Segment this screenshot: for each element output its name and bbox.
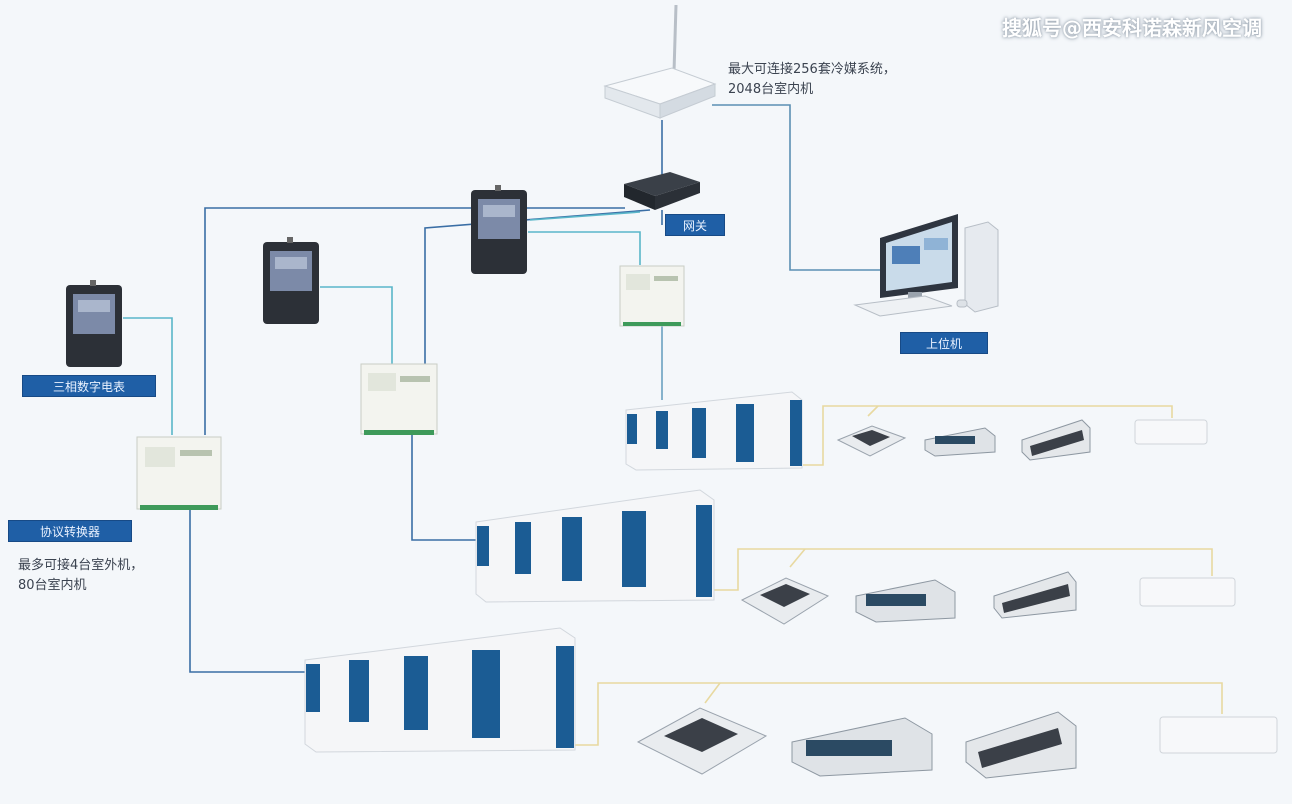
protocol-converter-icon-3: [619, 265, 685, 327]
router-capacity-note: 最大可连接256套冷媒系统， 2048台室内机: [728, 60, 896, 100]
protocol-converter-icon-1: [136, 436, 222, 510]
host-pc-label: 上位机: [900, 332, 988, 354]
line-odu3-to-idus: [575, 682, 1223, 746]
outdoor-unit-group-2: [475, 489, 715, 603]
wall-unit-icon: [1139, 577, 1236, 607]
router-note-line-2: 2048台室内机: [728, 82, 814, 97]
line-odu1-to-idus: [803, 405, 1173, 466]
electric-meter-icon-1: [66, 280, 122, 367]
adapter-note-line-2: 80台室内机: [18, 578, 87, 593]
line-left-adapter-to-odu3: [189, 510, 308, 673]
indoor-unit-row-3: [636, 707, 1278, 779]
indoor-unit-row-2: [740, 571, 1236, 625]
outdoor-unit-group-3: [304, 627, 576, 753]
wall-unit-icon: [1134, 419, 1208, 445]
indoor-unit-row-1: [836, 419, 1208, 461]
line-odu3-branches: [704, 682, 721, 704]
line-odu2-to-idus: [714, 548, 1213, 591]
network-switch-icon: [624, 172, 700, 210]
adapter-note-line-1: 最多可接4台室外机，: [18, 558, 144, 573]
line-mid-adapter-to-odu2: [411, 435, 478, 541]
wireless-router-icon: [603, 4, 717, 119]
watermark-text: 搜狐号@西安科诺森新风空调: [1002, 16, 1262, 40]
line-meter2-to-mid-adapter: [320, 286, 393, 365]
electric-meter-icon-2: [263, 237, 319, 324]
protocol-converter-icon-2: [360, 363, 438, 435]
line-meter1-to-left-adapter: [123, 317, 173, 435]
outdoor-unit-group-1: [625, 391, 803, 471]
electric-meter-label: 三相数字电表: [22, 375, 156, 397]
line-gateway-to-mid-adapter: [424, 209, 651, 365]
line-router-to-pc: [712, 104, 880, 271]
adapter-capacity-note: 最多可接4台室外机， 80台室内机: [18, 556, 143, 596]
router-note-line-1: 最大可连接256套冷媒系统，: [728, 62, 896, 77]
desktop-computer-icon: [853, 214, 999, 317]
line-meter3-to-right-adapter: [528, 231, 641, 265]
line-odu2-branches: [789, 548, 806, 568]
protocol-converter-label: 协议转换器: [8, 520, 132, 542]
electric-meter-icon-3: [471, 185, 527, 274]
gateway-label: 网关: [665, 214, 725, 236]
line-odu1-branches: [867, 405, 879, 417]
line-gateway-to-meter3: [529, 211, 641, 221]
wall-unit-icon: [1159, 716, 1278, 754]
